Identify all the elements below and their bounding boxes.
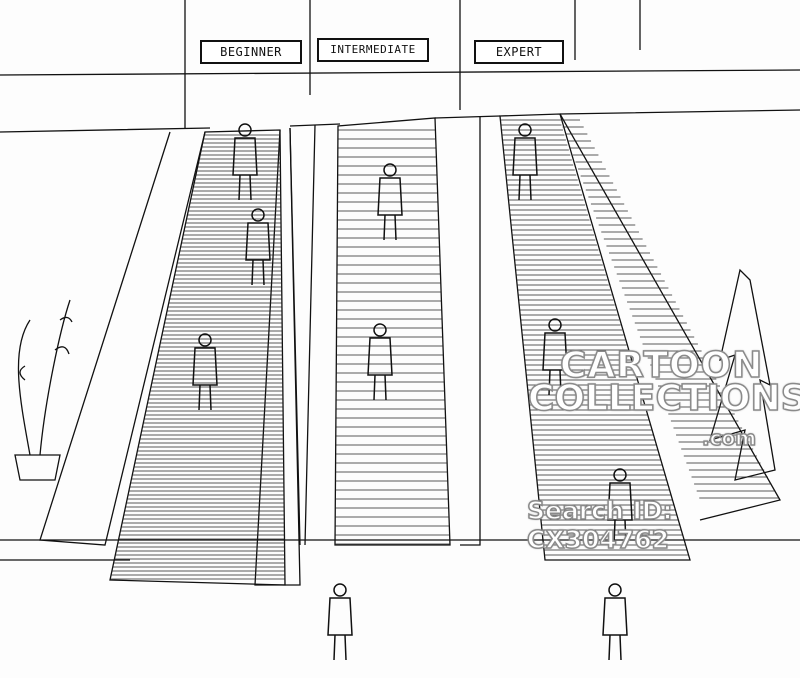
watermark-search-id: Search ID: CX304762 — [526, 495, 673, 555]
intermediate-stairs — [334, 117, 451, 546]
sign-expert: EXPERT — [474, 40, 564, 64]
pillar-right — [459, 0, 641, 110]
sign-intermediate: INTERMEDIATE — [317, 38, 429, 62]
person-figure — [542, 318, 568, 396]
person-figure — [377, 163, 403, 241]
person-figure — [192, 333, 218, 411]
watermark-domain: .com — [701, 425, 757, 451]
person-figure — [512, 123, 538, 201]
ceiling-line — [0, 69, 800, 76]
plant-pot — [14, 454, 61, 481]
person-figure — [602, 583, 628, 661]
expert-escalator-track — [499, 113, 691, 561]
watermark-cartoon: CARTOON — [559, 344, 764, 387]
plant-leaves — [17, 299, 73, 456]
tree — [709, 268, 776, 481]
sign-beginner: BEGINNER — [200, 40, 302, 64]
person-figure — [245, 208, 271, 286]
person-figure — [607, 468, 633, 546]
beginner-escalator-outer — [39, 127, 301, 586]
person-figure — [232, 123, 258, 201]
person-figure — [327, 583, 353, 661]
person-figure — [367, 323, 393, 401]
watermark-collections: COLLECTIONS — [527, 377, 800, 420]
beginner-escalator-track — [109, 129, 286, 586]
expert-escalator-outer — [460, 113, 781, 546]
intermediate-stairs-left-wall — [289, 124, 316, 546]
pillar-left — [184, 0, 311, 128]
